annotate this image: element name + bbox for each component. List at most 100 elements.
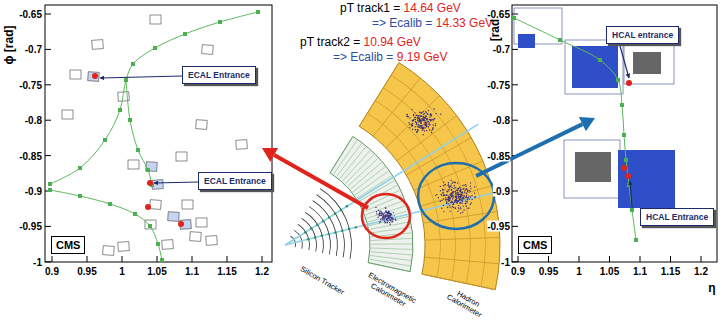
hcal-shower — [446, 195, 447, 196]
hcal-shower — [426, 124, 427, 125]
hcal-shower — [430, 120, 431, 121]
ecal-shower — [387, 220, 388, 221]
ecal-shower — [384, 215, 385, 216]
energy-text: => Ecalib = 9.19 GeV — [333, 51, 447, 64]
hcal-shower — [431, 132, 432, 133]
hcal-shower — [465, 189, 466, 190]
ecal-shower — [383, 215, 384, 216]
hcal-shower — [455, 193, 456, 194]
tracker-hit — [321, 235, 323, 237]
ecal-plot-frame — [45, 5, 272, 262]
callout-text: HCAL entrance — [612, 30, 673, 40]
hcal-shower — [422, 126, 423, 127]
tracker-layer — [305, 212, 324, 253]
ecal-cell — [62, 110, 73, 119]
tracker-hit — [341, 230, 343, 232]
hcal-shower — [415, 119, 416, 120]
hcal-shower — [411, 124, 412, 125]
ecal-crystal — [353, 167, 385, 192]
hit-dot — [621, 165, 627, 171]
ecal-pointer-arrow — [262, 148, 368, 208]
hcal-shower — [420, 121, 421, 122]
track-point — [512, 16, 516, 20]
hcal-shower — [452, 197, 453, 198]
ecal-shower — [388, 215, 389, 216]
ecal-crystal — [369, 216, 409, 225]
hcal-shower — [412, 120, 413, 121]
hcal-shower — [453, 192, 454, 193]
hcal-shower — [413, 120, 414, 121]
ecal-shower — [389, 217, 390, 218]
hcal-shower — [467, 199, 468, 200]
hcal-tower — [406, 138, 471, 176]
hcal-shower — [448, 200, 449, 201]
track-point — [256, 10, 260, 14]
axis-tick — [45, 120, 51, 121]
hcal-shower — [416, 115, 417, 116]
hcal-shower — [406, 114, 407, 115]
hcal-shower — [443, 198, 444, 199]
hcal-shower — [426, 125, 427, 126]
ecal-crystal — [370, 259, 410, 266]
hcal-shower — [419, 119, 420, 120]
ecal-shower — [382, 217, 383, 218]
hcal-shower — [416, 123, 417, 124]
ecal-cell — [196, 120, 208, 130]
ecal-shower — [381, 214, 382, 215]
hcal-shower — [422, 119, 423, 120]
axis-tick — [45, 14, 51, 15]
hcal-shower — [445, 184, 446, 185]
ecal-crystal — [371, 252, 412, 255]
callout-box: HCAL Entrance — [640, 208, 714, 226]
track-point — [620, 103, 624, 107]
ecal-shower — [385, 207, 386, 208]
hcal-shower — [443, 211, 444, 212]
hcal-shower — [441, 207, 442, 208]
ecal-shower — [382, 217, 383, 218]
hcal-shower — [423, 127, 424, 128]
hcal-shower — [458, 200, 459, 201]
hcal-shower — [457, 188, 458, 189]
hcal-shower — [451, 201, 452, 202]
axis-tick — [192, 256, 193, 262]
hcal-shower — [462, 189, 463, 190]
hcal-shower — [417, 120, 418, 121]
hcal-shower — [421, 112, 422, 113]
track-point — [131, 62, 135, 66]
hcal-shower — [426, 118, 427, 119]
hcal-shower — [447, 185, 448, 186]
hcal-shower — [415, 129, 416, 130]
hcal-shower — [420, 112, 421, 113]
hit-dot — [147, 180, 153, 186]
hcal-shower — [459, 202, 460, 203]
hcal-shower — [448, 199, 449, 200]
ecal-shower — [390, 214, 391, 215]
ecal-shower — [388, 215, 389, 216]
ecal-crystal — [370, 255, 411, 260]
hcal-shower — [458, 205, 459, 206]
hcal-shower — [422, 134, 423, 135]
hcal-shower — [446, 201, 447, 202]
hcal-shower — [449, 186, 450, 187]
hcal-shower — [429, 124, 430, 125]
ecal-shower — [382, 219, 383, 220]
track-point — [48, 188, 52, 192]
hcal-shower — [464, 192, 465, 193]
hcal-tower — [422, 274, 495, 290]
hcal-shower — [448, 182, 449, 183]
hcal-shower — [429, 116, 430, 117]
hcal-shower — [452, 192, 453, 193]
tracker-hit — [334, 231, 336, 233]
hcal-shower — [424, 117, 425, 118]
hcal-shower — [459, 199, 460, 200]
axis-title: ϕ [rad] — [3, 26, 16, 65]
hcal-shower — [465, 203, 466, 204]
ecal-cell — [168, 212, 180, 222]
hcal-shower — [459, 198, 460, 199]
tracker-hit — [307, 238, 309, 240]
momentum-text: pT track1 = 14.64 GeV — [340, 2, 461, 15]
hcal-shower — [428, 121, 429, 122]
ecal-shower — [383, 215, 384, 216]
hcal-shower — [452, 181, 453, 182]
hcal-shower — [453, 204, 454, 205]
